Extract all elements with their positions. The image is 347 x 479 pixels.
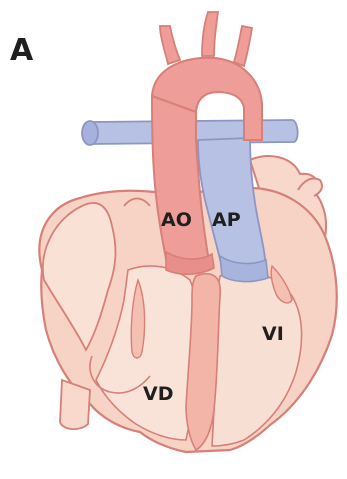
aortic-branch-2 bbox=[202, 12, 218, 56]
label-ap: AP bbox=[212, 209, 241, 231]
label-vd: VD bbox=[143, 383, 173, 405]
panel-letter: A bbox=[10, 33, 34, 68]
label-vi: VI bbox=[262, 323, 284, 345]
label-ao: AO bbox=[161, 209, 192, 231]
pulmonary-artery-branch-end bbox=[82, 121, 98, 145]
aortic-branch-3 bbox=[234, 26, 252, 66]
aortic-branch-1 bbox=[160, 26, 180, 64]
